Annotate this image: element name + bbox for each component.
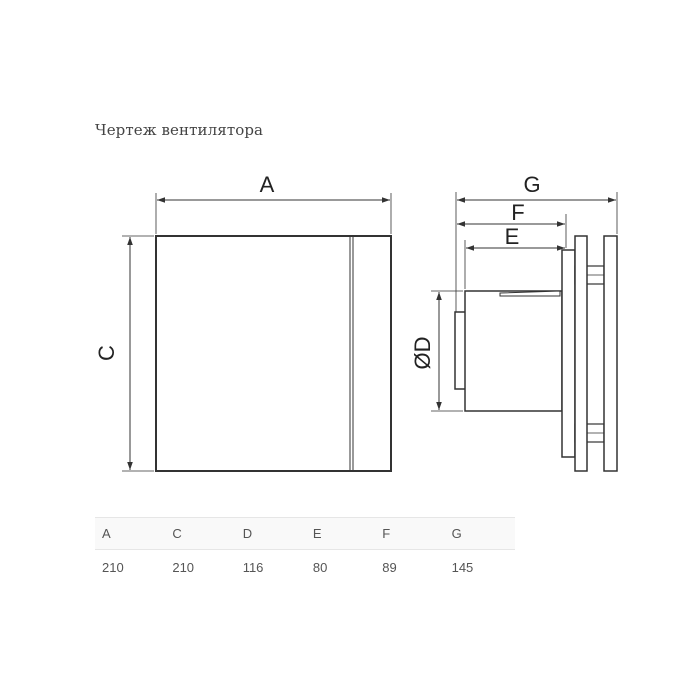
motor-top-rib <box>499 290 561 297</box>
dimensions-table: A C D E F G 210 210 116 80 89 145 <box>95 517 515 584</box>
front-panel-profile-back <box>574 235 588 472</box>
table-cell: 89 <box>382 559 397 575</box>
table-cell: 116 <box>242 559 264 575</box>
page-title: Чертеж вентилятора <box>95 121 264 139</box>
dimension-label-e: E <box>505 224 520 249</box>
table-cell: 80 <box>312 559 328 575</box>
table-header-cell: D <box>235 517 306 550</box>
table-header-cell: E <box>305 517 376 550</box>
table-header-cell: A <box>95 517 166 550</box>
table-cell: 210 <box>102 559 124 575</box>
table-header-row: A C D E F G <box>95 517 515 550</box>
front-panel <box>155 235 392 472</box>
dimension-label-f: F <box>511 200 524 225</box>
table-cell: 210 <box>172 559 195 575</box>
mounting-flange <box>561 249 576 458</box>
front-view <box>122 193 392 472</box>
table-row: 210 210 116 80 89 145 <box>95 550 515 585</box>
motor-housing <box>464 290 563 412</box>
table-header-cell: F <box>375 517 445 550</box>
front-panel-profile-front <box>603 235 618 472</box>
table-cell: 145 <box>451 559 474 575</box>
dimension-label-d: ØD <box>410 337 435 370</box>
table-header-cell: G <box>444 517 515 550</box>
dimension-label-a: A <box>260 172 275 197</box>
fan-technical-drawing: A C G F E ØD <box>94 172 618 472</box>
side-view-dimensions <box>431 192 618 412</box>
side-view <box>454 235 618 472</box>
table-header-cell: C <box>165 517 236 550</box>
dimension-label-c: C <box>94 345 119 361</box>
dimension-label-g: G <box>523 172 540 197</box>
